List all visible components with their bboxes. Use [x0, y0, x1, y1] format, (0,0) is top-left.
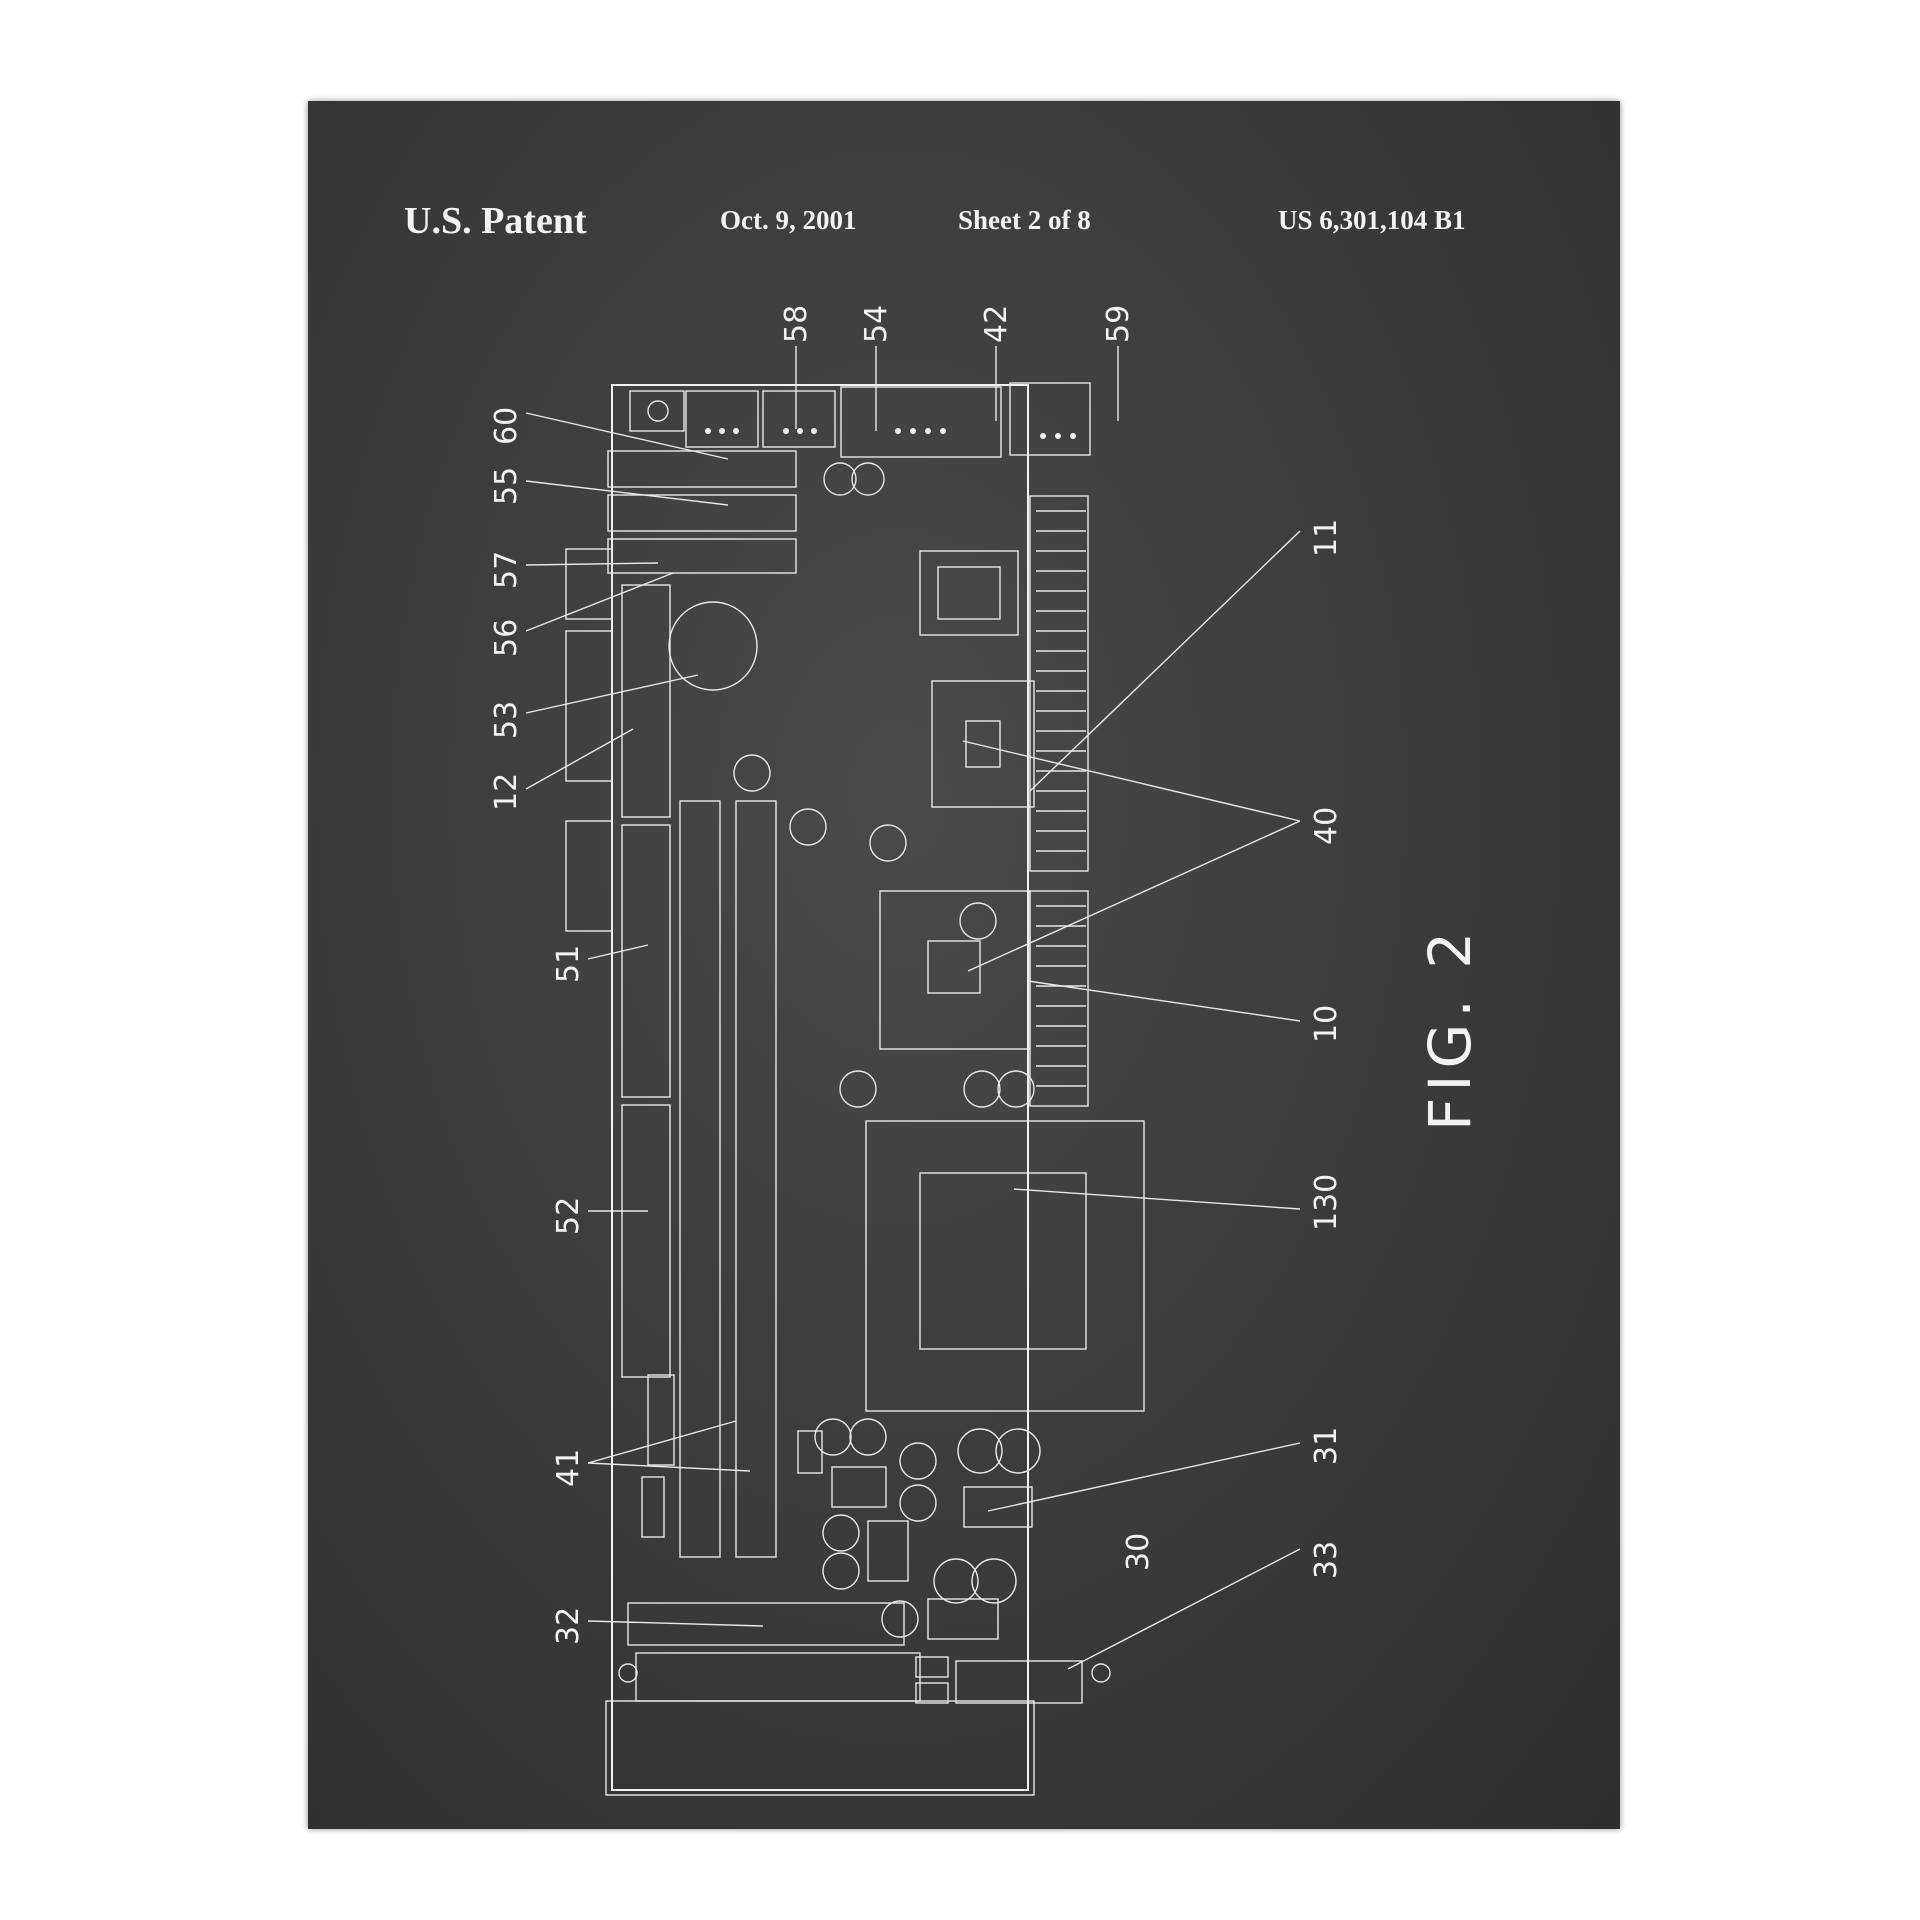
ref-54: 54	[859, 305, 894, 343]
ref-51: 51	[551, 945, 586, 983]
ref-30: 30	[1121, 1533, 1156, 1571]
patent-date: Oct. 9, 2001	[720, 205, 857, 235]
ref-40: 40	[1309, 807, 1344, 845]
ref-41: 41	[551, 1449, 586, 1487]
ref-60: 60	[489, 407, 524, 445]
circuit-board-drawing: 58 54 42 59 60 55 57 56 53 12 51 52 41 3…	[489, 305, 1484, 1796]
edge-connector	[1029, 495, 1089, 1107]
capacitors	[733, 462, 1041, 1638]
sheet-number: Sheet 2 of 8	[958, 205, 1091, 235]
ref-53: 53	[489, 701, 524, 739]
reference-labels: 58 54 42 59 60 55 57 56 53 12 51 52 41 3…	[489, 305, 1484, 1645]
patent-poster: U.S. Patent Oct. 9, 2001 Sheet 2 of 8 US…	[308, 101, 1620, 1829]
chips	[668, 550, 1145, 1412]
board-outline	[565, 384, 1035, 1796]
leader-lines	[525, 346, 1301, 1670]
figure-label: FIG. 2	[1416, 926, 1484, 1131]
ref-11: 11	[1309, 519, 1344, 557]
memory-slots	[621, 584, 777, 1558]
ref-59: 59	[1101, 305, 1136, 343]
ref-52: 52	[551, 1197, 586, 1235]
top-connectors	[607, 382, 1091, 574]
connector-pins	[705, 428, 1076, 439]
ref-57: 57	[489, 551, 524, 589]
patent-title: U.S. Patent	[404, 200, 587, 242]
power-section	[618, 1430, 1111, 1704]
ref-32: 32	[551, 1607, 586, 1645]
ref-10: 10	[1309, 1005, 1344, 1043]
ref-12: 12	[489, 773, 524, 811]
ref-55: 55	[489, 467, 524, 505]
ref-130: 130	[1309, 1174, 1344, 1231]
patent-number: US 6,301,104 B1	[1278, 205, 1466, 235]
ref-56: 56	[489, 619, 524, 657]
ref-31: 31	[1309, 1427, 1344, 1465]
ref-58: 58	[779, 305, 814, 343]
ref-42: 42	[979, 305, 1014, 343]
ref-33: 33	[1309, 1541, 1344, 1579]
